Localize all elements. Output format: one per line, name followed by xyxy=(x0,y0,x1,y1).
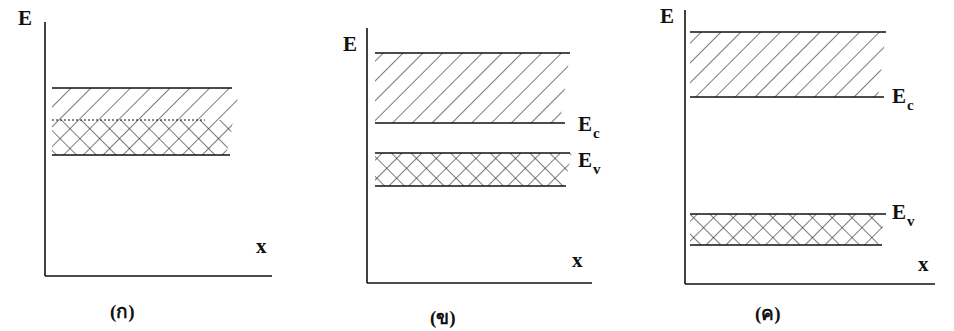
band-edge-label: E xyxy=(892,202,906,223)
position-axis xyxy=(685,283,935,285)
axis-label: E xyxy=(343,34,357,55)
insulator-bands xyxy=(690,32,886,245)
axis-label: x xyxy=(256,236,267,257)
band-edge-subscript: v xyxy=(907,214,915,229)
semiconductor-bands xyxy=(375,53,572,186)
axis-label: x xyxy=(918,254,929,275)
energy-axis xyxy=(684,10,686,284)
axis-label: E xyxy=(18,8,32,29)
axes xyxy=(45,10,935,284)
panel-caption: (ค) xyxy=(755,304,781,323)
overlapping-bands xyxy=(52,88,240,155)
energy-axis xyxy=(366,28,368,283)
panel-caption: (ก) xyxy=(110,302,135,321)
band-edge-subscript: c xyxy=(593,126,600,141)
band-edge-label: E xyxy=(578,114,592,135)
axis-label: E xyxy=(660,6,674,27)
band-edge-subscript: v xyxy=(593,162,601,177)
band-edge-label: E xyxy=(892,86,906,107)
band-edge-subscript: c xyxy=(907,98,914,113)
position-axis xyxy=(45,275,272,277)
panel-caption: (ข) xyxy=(430,308,456,327)
axis-label: x xyxy=(572,250,583,271)
energy-axis xyxy=(44,22,46,276)
position-axis xyxy=(367,282,592,284)
band-edge-label: E xyxy=(578,150,592,171)
